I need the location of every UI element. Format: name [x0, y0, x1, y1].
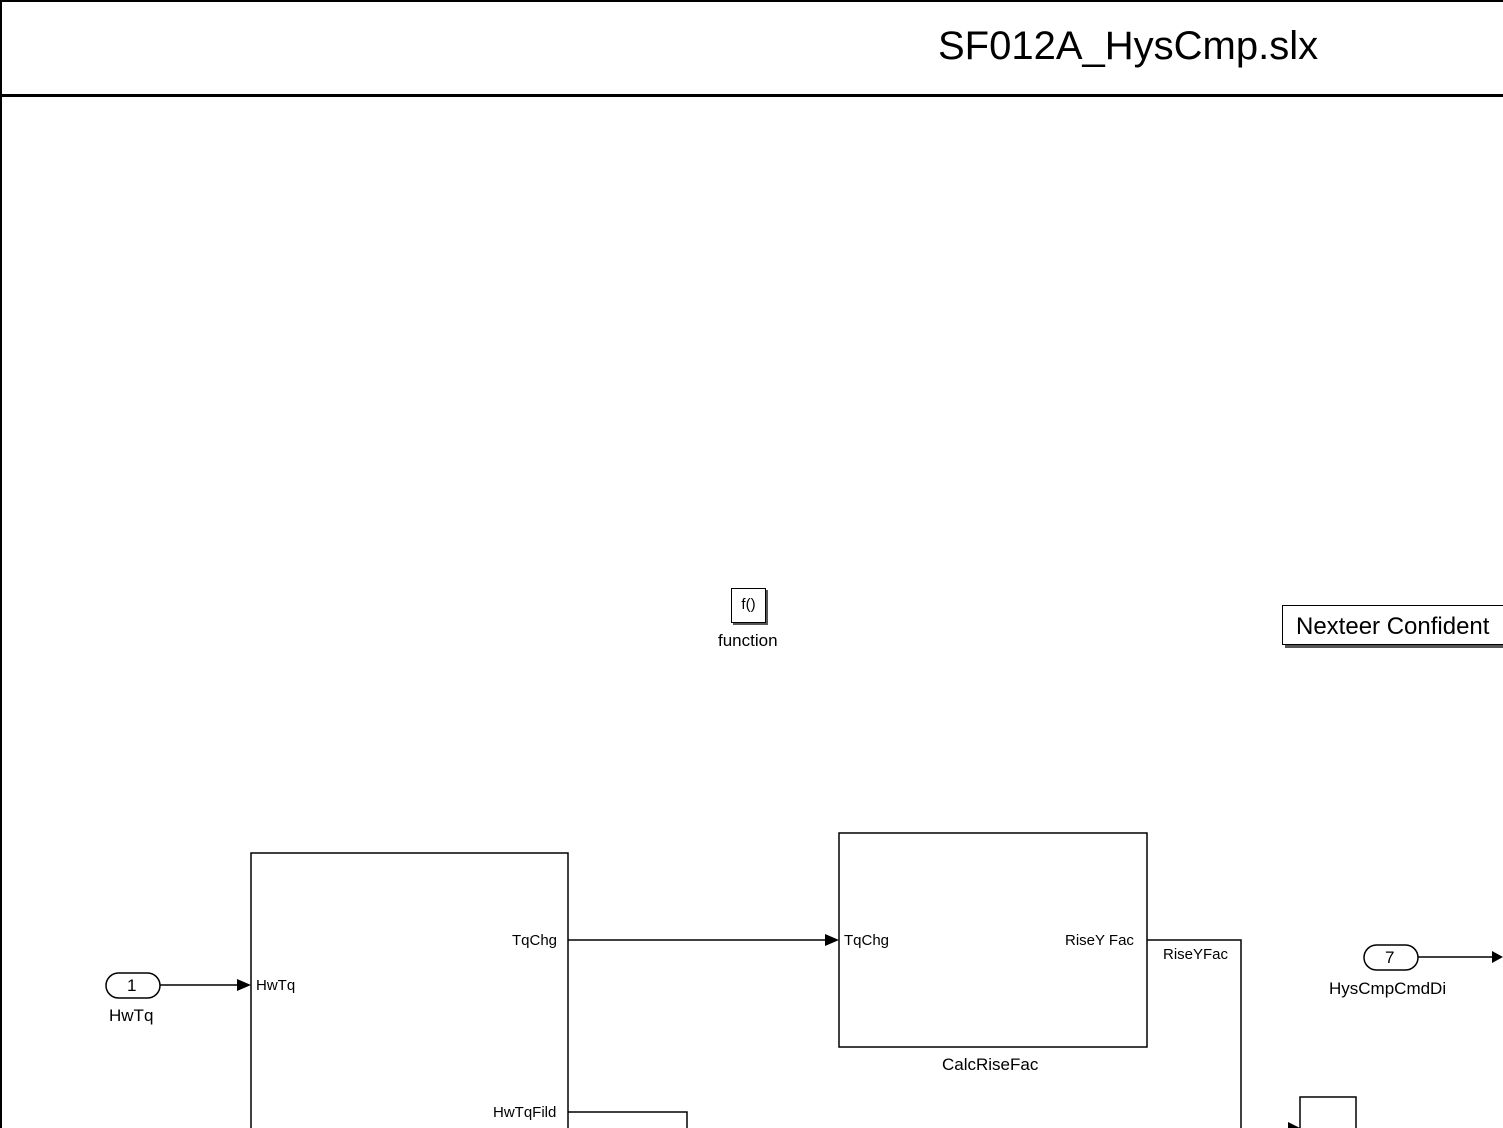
arrowhead-hwtq — [237, 979, 251, 991]
function-caption: function — [718, 631, 778, 650]
calc-block-name: CalcRiseFac — [942, 1055, 1039, 1074]
function-block[interactable]: f() — [731, 588, 766, 623]
filter-subsystem-block[interactable] — [250, 852, 569, 1128]
arrowhead-hyscmpcmddi — [1492, 951, 1503, 963]
model-title: SF012A_HysCmp.slx — [938, 24, 1319, 68]
arrowhead-partial-block — [1288, 1122, 1300, 1128]
outport-name: HysCmpCmdDi — [1329, 979, 1447, 998]
signal-hwtqfild[interactable] — [568, 1111, 688, 1128]
inport-name: HwTq — [109, 1006, 154, 1025]
calc-out-port-label: RiseY Fac — [1065, 932, 1134, 949]
partial-block[interactable] — [1299, 1096, 1357, 1128]
confidential-banner: Nexteer Confident — [1282, 605, 1503, 645]
left-border — [0, 97, 2, 1128]
calc-rise-fac-block[interactable] — [838, 832, 1148, 1048]
calc-in-port-label: TqChg — [844, 932, 890, 949]
filter-out-port-label-2: HwTqFild — [493, 1104, 557, 1121]
confidential-text: Nexteer Confident — [1296, 613, 1490, 640]
outport-number: 7 — [1385, 948, 1395, 967]
filter-in-port-label: HwTq — [256, 977, 296, 994]
title-bar — [0, 0, 1503, 97]
inport-number: 1 — [127, 976, 137, 995]
function-glyph: f() — [741, 596, 756, 613]
signal-risefac[interactable] — [1147, 939, 1242, 1128]
filter-out-port-label-1: TqChg — [512, 932, 558, 949]
signal-label-riseyfac: RiseYFac — [1163, 946, 1229, 963]
arrowhead-tqchg — [825, 934, 839, 946]
